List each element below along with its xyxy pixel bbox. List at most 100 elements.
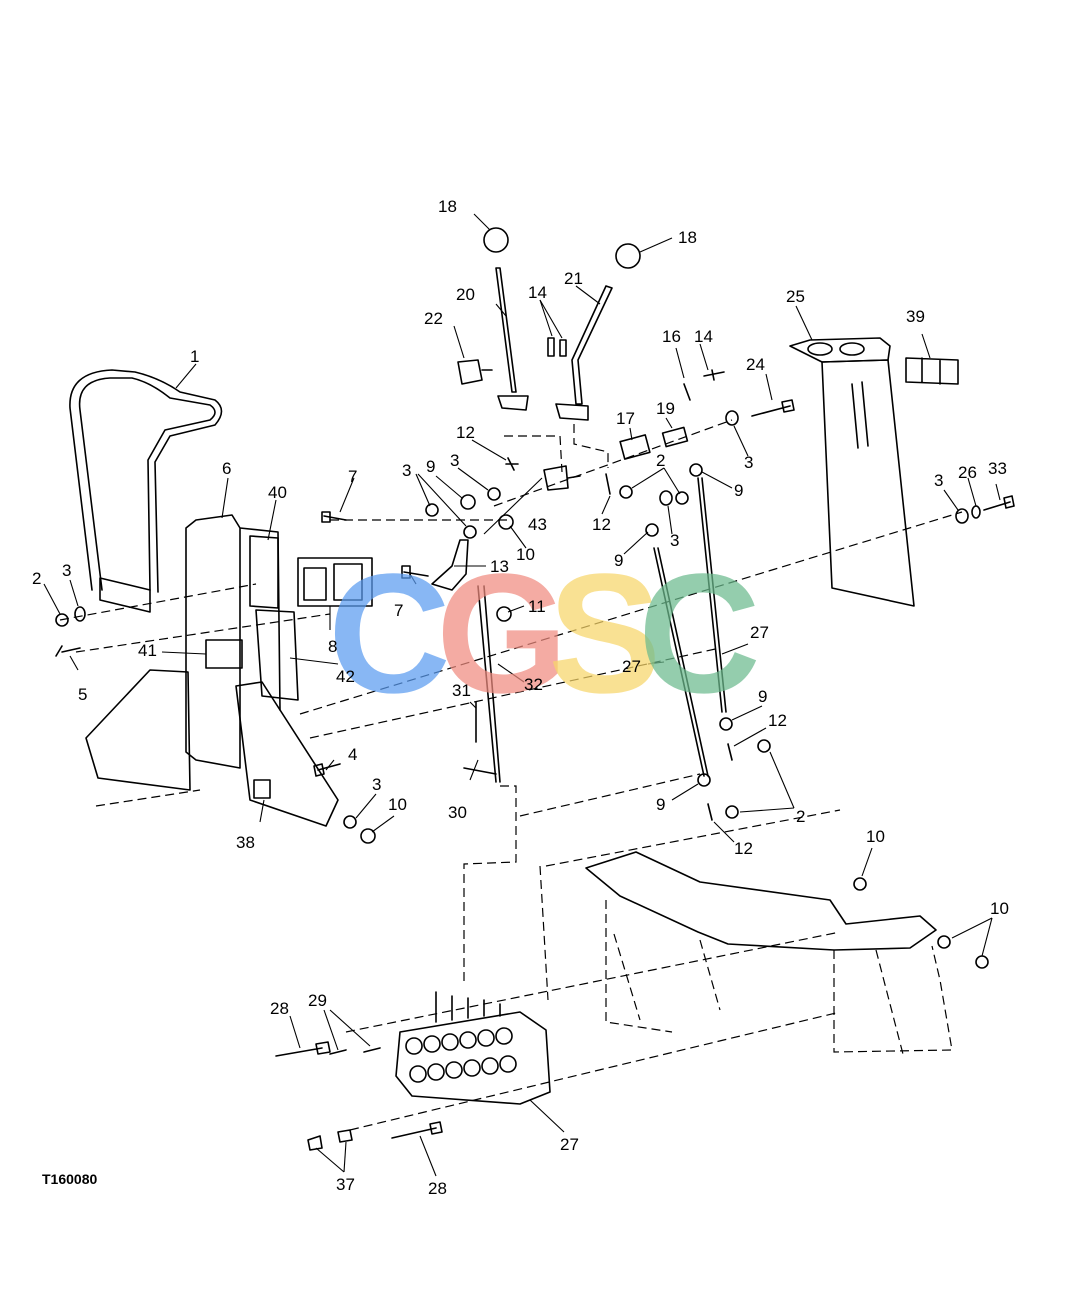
part-3-washer-d [955,508,969,524]
callout-18-b: 18 [678,228,697,247]
callout-21: 20 [456,285,475,304]
centerline-mid-bolts [75,519,510,653]
callout-38: 39 [906,307,925,326]
part-2-nut-b [675,491,689,505]
part-10-nut-a [498,514,514,530]
part-7-bolt-a [321,511,347,523]
callout-7-b: 7 [394,601,403,620]
part-27-valve-ports [405,1027,517,1083]
part-1-guard-rail [69,369,223,593]
callout-10-c: 10 [866,827,885,846]
callout-31: 31 [452,681,471,700]
callout-12-c: 12 [768,711,787,730]
part-6-console-panel [185,514,281,769]
part-3-washer-g [343,815,357,829]
callout-10-a: 10 [516,545,535,564]
part-26-rod-a [653,547,709,777]
callout-10-d: 10 [990,899,1009,918]
watermark: C G S C [328,539,761,729]
part-24-hole-b [839,342,865,356]
callout-3-c: 3 [744,453,753,472]
part-2-nut-d [725,805,739,819]
callout-3-e: 3 [934,471,943,490]
part-11-nut [496,606,512,622]
callout-9-c: 9 [614,551,623,570]
callout-9-e: 9 [656,795,665,814]
callout-23: 22 [424,309,443,328]
leader-layer [43,213,1001,1177]
callout-12-b: 12 [592,515,611,534]
callout-9-a: 9 [426,457,435,476]
part-3-washer-f [659,490,673,506]
part-12-clevis-c [727,743,733,761]
part-29-bolts [329,1047,381,1055]
link-lever-to-rod [504,424,609,473]
part-14-bolt-a [547,337,567,357]
part-2-nut-c [757,739,771,753]
part-3-washer-a [425,503,439,517]
centerline-lower [95,647,721,807]
part-28-bolt-b [391,1121,443,1139]
part-25-washer [971,505,981,519]
part-40-decal-slot [249,535,279,609]
callout-37: 37 [336,1175,355,1194]
part-33-bolt [983,495,1015,511]
part-13-lever-plate [431,539,469,591]
part-9-nut-c [645,523,659,537]
link-upper-right [493,419,733,507]
part-3-washer-left [74,606,86,622]
callout-26-a: 27 [750,623,769,642]
callout-24: 25 [786,287,805,306]
callout-16: 16 [662,327,681,346]
part-12-clevis-a [505,457,519,471]
part-19-bushing [661,426,689,448]
part-12-clevis-d [707,803,713,821]
callout-28-b: 28 [428,1179,447,1198]
callout-5: 5 [78,685,87,704]
centerline-valve-top [345,931,841,1033]
part-3-washer-b [487,487,501,501]
part-8-bracket-left [303,567,327,601]
callout-12-d: 12 [734,839,753,858]
callout-29: 29 [308,991,327,1010]
link-rod-to-valve [463,773,841,1001]
callout-19: 19 [656,399,675,418]
part-39-lower-bracket [235,681,339,827]
callout-40: 40 [268,483,287,502]
part-27-valve-spools [435,991,501,1023]
callout-3-a: 3 [402,461,411,480]
callout-8: 8 [328,637,337,656]
part-10-nut-c [853,877,867,891]
part-18-knob-a [483,227,509,253]
part-console-shroud [85,669,191,791]
part-39-tag [253,779,271,799]
callout-42: 42 [336,667,355,686]
part-30-pin [463,767,497,775]
part-16-clevis [683,383,691,401]
callout-3-left: 3 [62,561,71,580]
callout-10-b: 10 [388,795,407,814]
part-42-decal-slot [255,609,299,701]
part-10-nut-d [937,935,951,949]
watermark-letter-4: C [638,539,761,729]
part-27-valve-body [395,1011,551,1105]
part-18-knob-b [615,243,641,269]
callout-20: 24 [746,355,765,374]
callout-7-a: 7 [348,467,357,486]
callout-17: 17 [616,409,635,428]
callout-39: 38 [236,833,255,852]
callout-12-a: 12 [456,423,475,442]
callout-2-b: 2 [796,807,805,826]
callout-4: 4 [348,745,357,764]
part-8-bracket-outline [297,557,373,607]
centerline-right-bolts [299,511,963,715]
part-9-nut-a [460,494,476,510]
callout-22: 21 [564,269,583,288]
part-10-nut-e [975,955,989,969]
callout-2-left: 2 [32,569,41,588]
callout-11: 11 [528,597,546,616]
part-20-bolt [751,399,795,417]
watermark-letter-1: C [328,539,451,729]
centerline-layer [59,419,963,1131]
